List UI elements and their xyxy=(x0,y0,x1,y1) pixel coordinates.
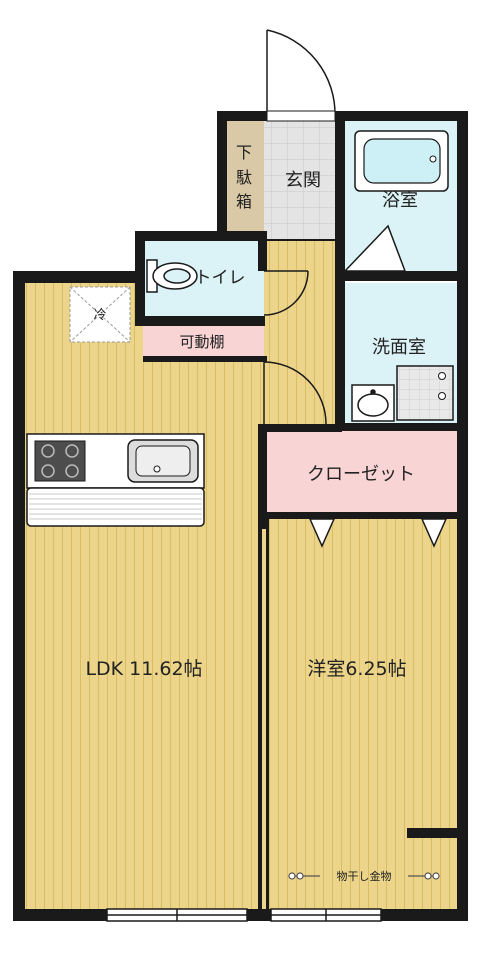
shelf-area xyxy=(143,325,264,360)
closet-floor xyxy=(264,430,457,517)
shoe-box-floor xyxy=(225,121,264,233)
fridge-label: 冷 xyxy=(93,308,106,323)
bedroom-floor xyxy=(264,517,457,913)
ldk-label: LDK 11.62帖 xyxy=(85,658,202,680)
bathtub xyxy=(354,130,449,192)
bathroom-door[interactable] xyxy=(343,224,407,272)
washroom-label: 洗面室 xyxy=(372,337,426,358)
adjustable-shelf-label: 可動棚 xyxy=(179,333,224,351)
ldk-floor xyxy=(24,281,264,913)
windows xyxy=(106,908,382,922)
entrance-floor xyxy=(264,121,340,240)
hanger-rail xyxy=(288,872,440,880)
bathroom-label: 浴室 xyxy=(382,190,418,211)
toilet-door[interactable] xyxy=(263,270,309,316)
svg-text:下: 下 xyxy=(236,143,252,162)
stove xyxy=(34,440,86,482)
hanger-label: 物干し金物 xyxy=(337,869,392,883)
western-room-label: 洋室6.25帖 xyxy=(307,658,406,680)
washbasin xyxy=(351,384,395,422)
fridge-space xyxy=(69,286,131,343)
closet-label: クローゼット xyxy=(307,464,415,485)
toilet-fixture xyxy=(146,259,198,293)
ldk-door[interactable] xyxy=(263,361,327,425)
svg-text:箱: 箱 xyxy=(236,192,252,211)
closet-doors[interactable] xyxy=(308,518,448,548)
entrance-door[interactable] xyxy=(266,29,336,117)
washing-machine-pan xyxy=(396,365,454,421)
entrance-threshold xyxy=(266,110,336,122)
kitchen-sink xyxy=(127,439,199,483)
shoe-box-label: 下 駄 箱 xyxy=(236,143,252,211)
entrance-label: 玄関 xyxy=(285,170,321,191)
hall-floor xyxy=(264,240,340,430)
svg-text:駄: 駄 xyxy=(236,168,252,187)
toilet-label: トイレ xyxy=(195,268,246,288)
